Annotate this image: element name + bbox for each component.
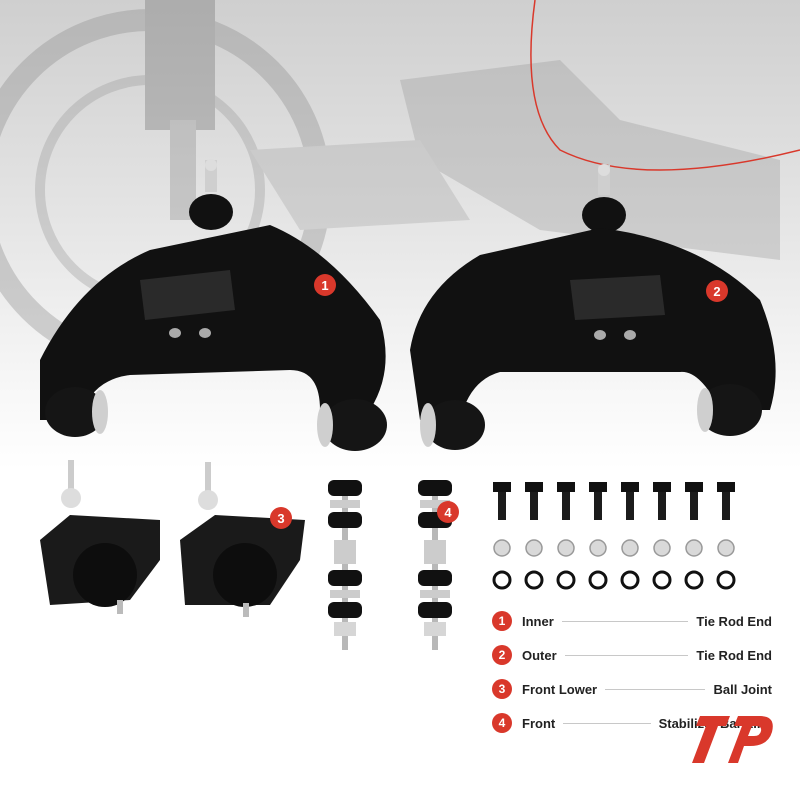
nut-icon	[685, 539, 703, 557]
nut-icon	[621, 539, 639, 557]
bolt-icon	[493, 482, 511, 520]
accent-curve	[530, 0, 800, 171]
bolt-icon	[525, 482, 543, 520]
legend-right-label-3: Ball Joint	[713, 681, 772, 697]
bolt-icon	[685, 482, 703, 520]
legend-number-3: 3	[492, 679, 512, 699]
nut-icon	[653, 539, 671, 557]
nut-icon	[717, 539, 735, 557]
legend-row-2: 2 Outer Tie Rod End	[492, 638, 772, 672]
callout-badge-2: 2	[706, 280, 728, 302]
bolt-icon	[557, 482, 575, 520]
legend-divider-4	[563, 722, 651, 724]
nut-icon	[493, 539, 511, 557]
callout-badge-3: 3	[270, 507, 292, 529]
legend-number-1: 1	[492, 611, 512, 631]
legend-divider-3	[605, 688, 706, 690]
lock-washer-icon	[524, 570, 544, 590]
callout-badge-1: 1	[314, 274, 336, 296]
lock-washer-icon	[556, 570, 576, 590]
legend-right-label-2: Tie Rod End	[696, 647, 772, 663]
lock-washer-icon	[684, 570, 704, 590]
lock-washer-icon	[716, 570, 736, 590]
legend-row-3: 3 Front Lower Ball Joint	[492, 672, 772, 706]
lock-washer-icon	[492, 570, 512, 590]
legend-left-label-2: Outer	[522, 647, 557, 663]
nut-icon	[589, 539, 607, 557]
a-premium-logo-icon	[692, 716, 773, 763]
bolt-icon	[717, 482, 735, 520]
legend-left-label-3: Front Lower	[522, 681, 598, 697]
ball-joint-right	[180, 462, 305, 617]
control-arm-2	[410, 164, 776, 450]
lock-washer-icon	[652, 570, 672, 590]
bolt-icon	[653, 482, 671, 520]
legend-left-label-1: Inner	[522, 613, 554, 629]
bolt-icon	[589, 482, 607, 520]
ball-joint-left	[40, 460, 160, 614]
callout-badge-4: 4	[437, 501, 459, 523]
hardware-kit	[492, 482, 736, 590]
stabilizer-link-left	[328, 480, 362, 650]
legend-number-2: 2	[492, 645, 512, 665]
legend-right-label-1: Tie Rod End	[696, 613, 772, 629]
legend-number-4: 4	[492, 713, 512, 733]
lock-washer-icon	[620, 570, 640, 590]
nut-icon	[557, 539, 575, 557]
legend-left-label-4: Front	[522, 715, 556, 731]
background-suspension-photo	[0, 0, 800, 470]
lock-washer-icon	[588, 570, 608, 590]
control-arm-1	[40, 159, 387, 451]
legend-divider-2	[564, 654, 689, 656]
legend-row-1: 1 Inner Tie Rod End	[492, 604, 772, 638]
legend-divider-1	[561, 620, 689, 622]
nut-icon	[525, 539, 543, 557]
bolt-icon	[621, 482, 639, 520]
